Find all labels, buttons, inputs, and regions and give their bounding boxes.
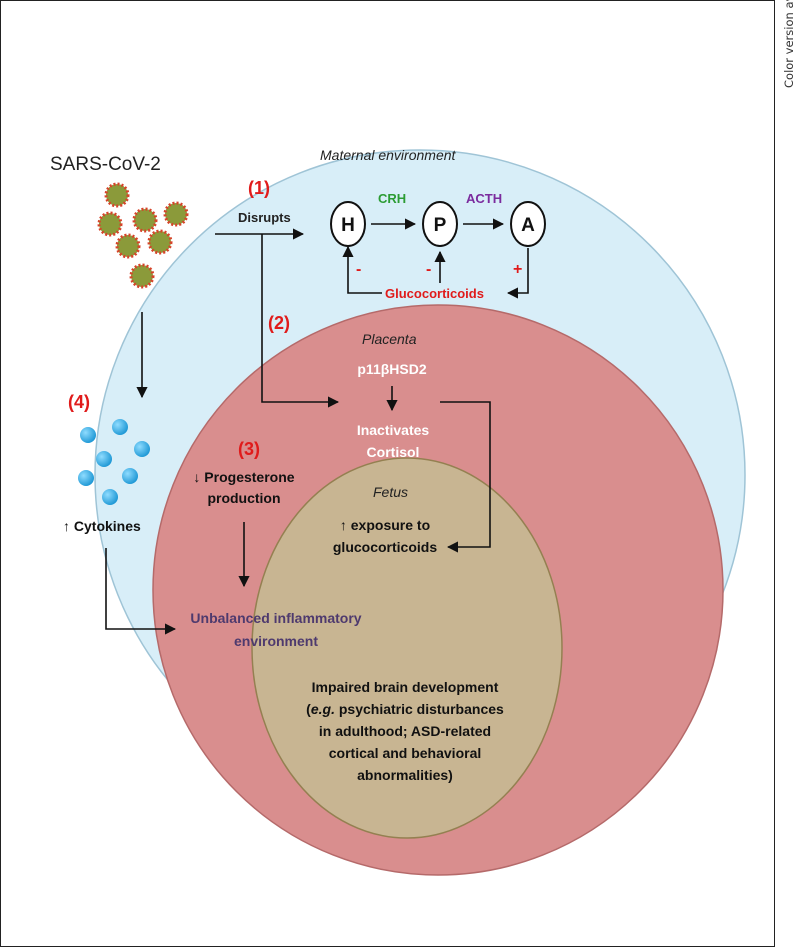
cortisol-label: Cortisol [367,444,420,460]
virus-label: SARS-CoV-2 [50,154,161,175]
a-node-label: A [521,215,535,236]
disrupts-label: Disrupts [238,210,291,225]
plus-a-label: + [513,261,522,278]
inactivates-label: Inactivates [357,422,430,438]
cortisol-to-fetus-arrow [440,401,491,553]
p-node-label: P [434,215,447,236]
progesterone-label: ↓ Progesterone [193,469,294,485]
minus-h-label: - [356,261,361,278]
disrupts-to-placenta-arrow [261,234,340,408]
arrows [105,218,529,635]
environment-label: environment [234,633,318,649]
exposure-label: ↑ exposure to [340,517,430,533]
adrenal-node [510,201,546,247]
h-node-label: H [341,215,355,236]
step-3-label: (3) [238,439,260,459]
glucocorticoids-label: Glucocorticoids [385,286,484,301]
impaired-line-1: Impaired brain development [312,679,499,695]
step-4-label: (4) [68,392,90,412]
virus-particles [97,182,189,289]
crh-label: CRH [378,191,406,206]
acth-label: ACTH [466,191,502,206]
production-label: production [207,490,280,506]
cytokines-to-inflammation-arrow [105,548,177,635]
adrenal-to-glucocorticoids-arrow [506,248,529,299]
color-version-note: Color version available online [782,0,793,88]
step-2-label: (2) [268,313,290,333]
fetus-region [251,457,563,839]
pituitary-node [422,201,458,247]
step-1-label: (1) [248,178,270,198]
impaired-line-4: cortical and behavioral [329,745,482,761]
impaired-line-2: (e.g. psychiatric disturbances [306,701,504,717]
diagram-canvas: SARS-CoV-2 Maternal environment (1) Disr… [50,147,746,876]
feedback-h-arrow [342,245,382,294]
unbalanced-label: Unbalanced inflammatory [190,610,361,626]
minus-p-label: - [426,261,431,278]
impaired-line-5: abnormalities) [357,767,453,783]
fetus-label: Fetus [373,484,408,500]
impaired-line-3: in adulthood; ASD-related [319,723,491,739]
maternal-environment-label: Maternal environment [320,147,457,163]
placenta-label: Placenta [362,331,417,347]
enzyme-label: p11βHSD2 [357,361,426,377]
cytokines-label: ↑ Cytokines [63,518,141,534]
glucocorticoids-exposure-label: glucocorticoids [333,539,437,555]
cytokine-molecules [78,419,150,505]
